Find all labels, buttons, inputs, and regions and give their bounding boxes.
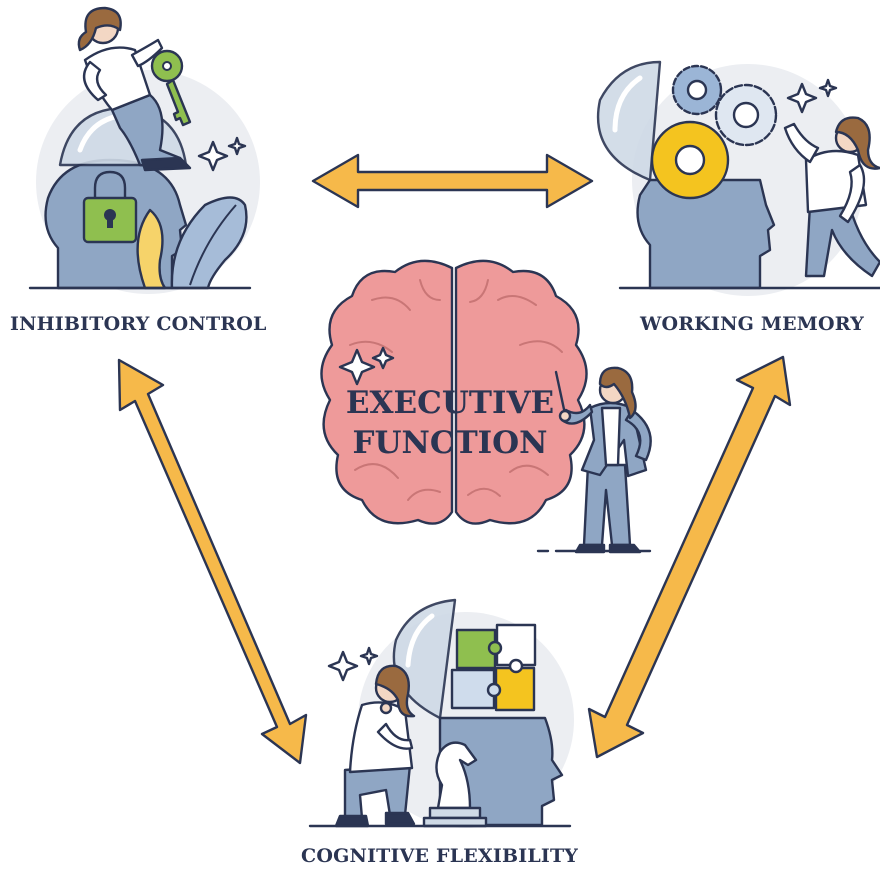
center-title-line1: EXECUTIVE (345, 385, 555, 421)
lock-icon (82, 170, 138, 244)
center-title: EXECUTIVE FUNCTION (300, 383, 600, 463)
inhibitory-control-illustration (28, 6, 260, 294)
sparkle-icon (786, 78, 838, 114)
label-inhibitory-control: INHIBITORY CONTROL (10, 313, 267, 335)
pointer-stick-icon (554, 370, 567, 416)
center-title-line2: FUNCTION (352, 425, 548, 461)
gear-icon (714, 83, 778, 147)
sparkle-icon (197, 136, 247, 172)
working-memory-illustration (596, 60, 880, 296)
person-holding-key (77, 6, 192, 172)
arrow-inhibitory-cognitive (117, 358, 308, 765)
cognitive-flexibility-illustration (308, 598, 574, 828)
label-working-memory: WORKING MEMORY (640, 313, 864, 335)
person-adjusting-gears (783, 116, 880, 278)
person-thinking (334, 664, 416, 828)
sparkle-icon (327, 646, 379, 682)
arrow-inhibitory-working (311, 153, 594, 209)
arrow-working-cognitive (587, 355, 792, 759)
head-silhouette (636, 178, 776, 290)
sparkle-icon (338, 346, 395, 386)
gear-icon (671, 64, 723, 116)
brain-illustration (320, 259, 588, 525)
person-presenting (536, 366, 652, 554)
plant-leaves (136, 196, 248, 290)
puzzle-icon (450, 623, 537, 712)
glass-lid (596, 60, 662, 182)
gear-icon (650, 120, 730, 200)
brain-left-hemisphere (320, 259, 454, 525)
brain-right-hemisphere (454, 259, 588, 525)
key-icon (150, 49, 192, 127)
label-cognitive-flexibility: COGNITIVE FLEXIBILITY (301, 845, 579, 867)
